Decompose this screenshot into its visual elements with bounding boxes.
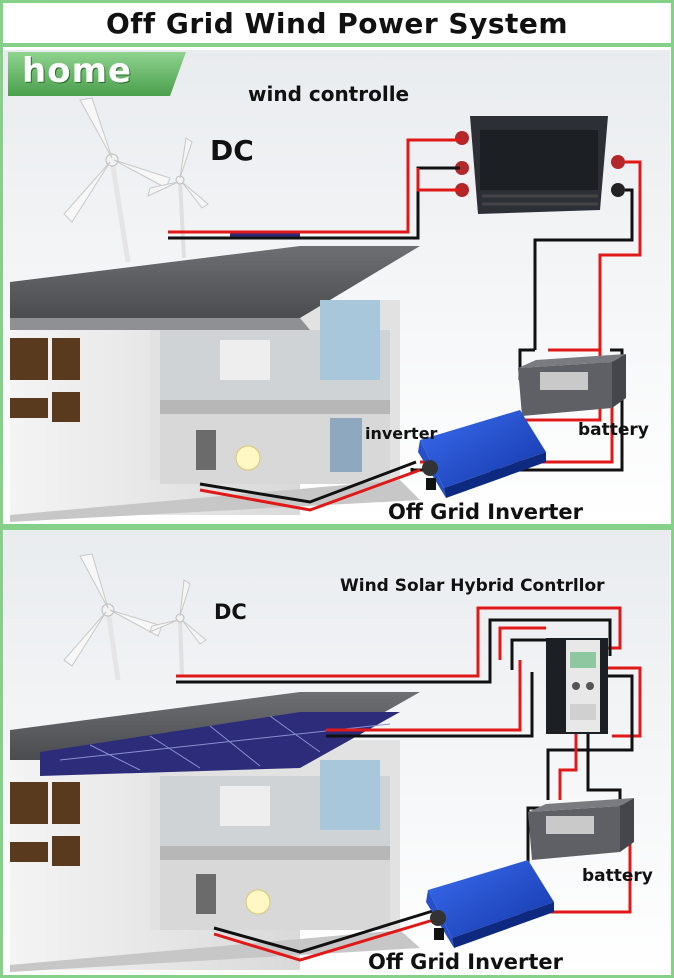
battery-label-top: battery xyxy=(578,420,649,440)
battery-top xyxy=(518,354,626,416)
dc-label-bottom: DC xyxy=(214,600,247,624)
page-title: Off Grid Wind Power System xyxy=(105,7,569,40)
top-panel xyxy=(4,50,670,522)
panel-divider xyxy=(0,524,674,530)
hybrid-controller-label: Wind Solar Hybrid Contrllor xyxy=(340,576,605,596)
wind-turbine-small-bottom xyxy=(149,579,207,677)
inverter-bottom xyxy=(426,860,554,948)
dc-label-top: DC xyxy=(210,134,254,167)
home-tab[interactable] xyxy=(8,52,186,96)
inverter-caption-top: Off Grid Inverter xyxy=(388,500,583,524)
house-top xyxy=(10,246,420,522)
wind-turbine-large xyxy=(63,97,171,263)
wind-turbine-small xyxy=(147,137,209,259)
inverter-top xyxy=(418,410,546,498)
wind-controller-label: wind controlle xyxy=(248,82,410,106)
roof-solar-strip xyxy=(230,232,300,239)
inverter-label: inverter xyxy=(365,424,438,443)
bottom-panel xyxy=(4,530,670,974)
battery-label-bottom: battery xyxy=(582,866,653,886)
home-link[interactable]: home xyxy=(22,51,133,91)
inverter-caption-bottom: Off Grid Inverter xyxy=(368,950,563,974)
title-bar: Off Grid Wind Power System xyxy=(3,3,671,47)
wind-turbine-large-bottom xyxy=(63,553,163,681)
house-bottom xyxy=(10,692,420,972)
wind-controller-unit xyxy=(455,116,625,214)
wires-top xyxy=(168,138,642,512)
battery-bottom xyxy=(528,798,634,860)
hybrid-controller-unit xyxy=(546,638,608,734)
